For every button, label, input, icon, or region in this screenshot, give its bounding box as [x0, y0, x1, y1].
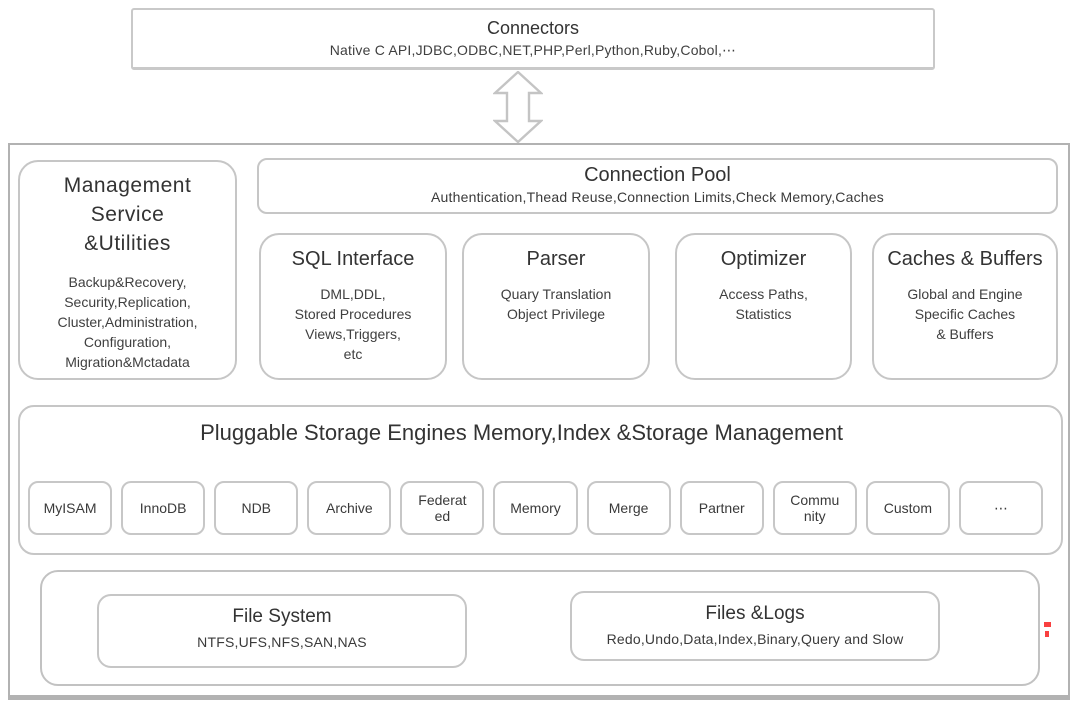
engine-chip-custom: Custom	[865, 481, 950, 535]
engine-chip-myisam: MyISAM	[28, 481, 113, 535]
parser-body: Quary Translation Object Privilege	[500, 286, 612, 322]
storage-engines-title: Pluggable Storage Engines Memory,Index &…	[200, 420, 843, 445]
engine-chip-partner: Partner	[679, 481, 764, 535]
sql-interface-box: SQL Interface DML,DDL, Stored Procedures…	[259, 233, 447, 380]
optimizer-body: Access Paths, Statistics	[719, 286, 808, 322]
files-logs-title: Files &Logs	[705, 603, 805, 624]
sql-interface-title: SQL Interface	[291, 248, 415, 270]
caches-buffers-box: Caches & Buffers Global and Engine Speci…	[872, 233, 1058, 380]
engine-chip-ndb: NDB	[214, 481, 299, 535]
engine-chip-community: Commu nity	[772, 481, 857, 535]
management-title: Management Service &Utilities	[63, 174, 192, 255]
connectors-subtitle: Native C API,JDBC,ODBC,NET,PHP,Perl,Pyth…	[329, 42, 737, 58]
parser-title: Parser	[526, 248, 586, 270]
files-logs-subtitle: Redo,Undo,Data,Index,Binary,Query and Sl…	[606, 631, 904, 647]
engine-chip-archive: Archive	[307, 481, 392, 535]
engine-chip-innodb: InnoDB	[121, 481, 206, 535]
sql-interface-body: DML,DDL, Stored Procedures Views,Trigger…	[294, 286, 412, 362]
parser-box: Parser Quary Translation Object Privileg…	[462, 233, 650, 380]
connection-pool-title: Connection Pool	[584, 164, 731, 186]
optimizer-title: Optimizer	[720, 248, 807, 270]
red-annotation-dash	[1045, 631, 1049, 637]
connection-pool-box: Connection Pool Authentication,Thead Reu…	[257, 158, 1058, 214]
connectors-title: Connectors	[486, 18, 580, 38]
file-system-box: File System NTFS,UFS,NFS,SAN,NAS	[97, 594, 467, 668]
storage-engines-box: Pluggable Storage Engines Memory,Index &…	[18, 405, 1063, 555]
engine-chip-merge: Merge	[586, 481, 671, 535]
engine-chip-ellipsis: ⋯	[958, 481, 1044, 535]
file-system-subtitle: NTFS,UFS,NFS,SAN,NAS	[197, 634, 367, 650]
server-container: Management Service &Utilities Backup&Rec…	[8, 143, 1070, 700]
file-system-title: File System	[232, 606, 332, 627]
files-logs-box: Files &Logs Redo,Undo,Data,Index,Binary,…	[570, 591, 940, 661]
bidirectional-arrow-icon	[491, 70, 545, 144]
caches-buffers-title: Caches & Buffers	[887, 248, 1043, 270]
optimizer-box: Optimizer Access Paths, Statistics	[675, 233, 852, 380]
engine-chip-federated: Federat ed	[400, 481, 485, 535]
connection-pool-subtitle: Authentication,Thead Reuse,Connection Li…	[431, 189, 884, 205]
filesystem-container: File System NTFS,UFS,NFS,SAN,NAS Files &…	[40, 570, 1040, 686]
engine-chip-memory: Memory	[493, 481, 578, 535]
caches-buffers-body: Global and Engine Specific Caches & Buff…	[907, 286, 1023, 342]
management-services-box: Management Service &Utilities Backup&Rec…	[18, 160, 237, 380]
red-annotation-dash	[1044, 622, 1051, 627]
connectors-box: Connectors Native C API,JDBC,ODBC,NET,PH…	[131, 8, 935, 70]
management-body: Backup&Recovery, Security,Replication, C…	[57, 274, 198, 370]
storage-engines-row: MyISAM InnoDB NDB Archive Federat ed Mem…	[28, 481, 1044, 535]
red-annotation-mark	[1044, 622, 1052, 639]
